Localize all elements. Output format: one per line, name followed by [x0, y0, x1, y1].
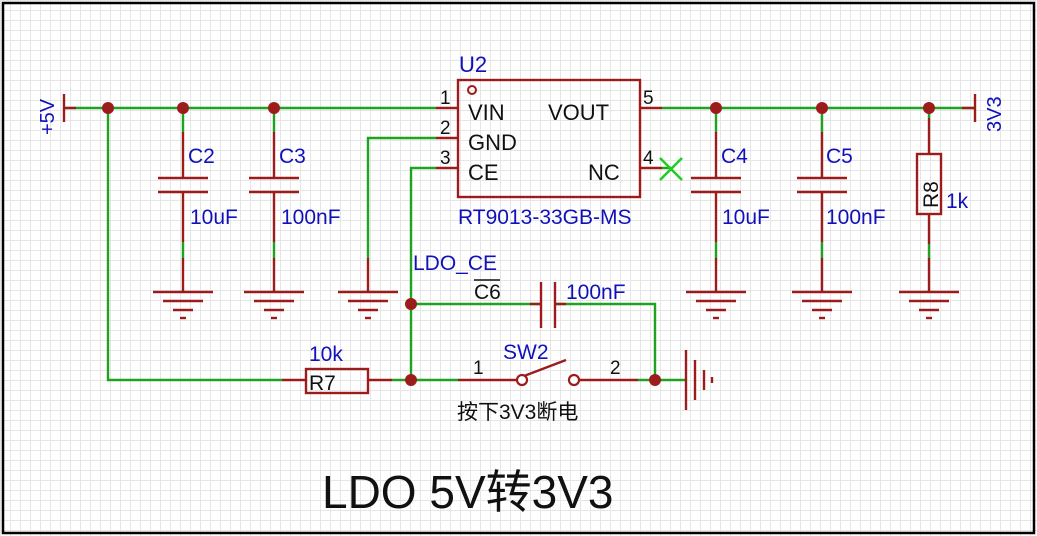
pin1-marker: [467, 85, 477, 95]
pin-num-1: 1: [440, 88, 451, 109]
capacitor-c2: C2 10uF: [158, 132, 238, 242]
capacitor-c5: C5 100nF: [797, 132, 886, 242]
junction-c6: [405, 298, 417, 310]
net-label-ldo-ce: LDO_CE: [413, 252, 497, 275]
ground-r8: [899, 258, 959, 320]
sw2-pin1: 1: [473, 358, 484, 379]
pin-num-2: 2: [440, 118, 451, 139]
capacitor-c3: C3 100nF: [249, 132, 341, 242]
junction-ce: [405, 374, 417, 386]
wire-5v-to-r7: [106, 108, 282, 382]
pin-name-nc: NC: [588, 160, 620, 185]
c5-value: 100nF: [826, 206, 886, 229]
c3-ref: C3: [279, 145, 306, 168]
no-connect-marker: [659, 157, 683, 181]
wire-c6-right: [556, 302, 657, 380]
junction-5v-r7: [102, 102, 114, 114]
r8-ref: R8: [920, 181, 943, 208]
port-5v: +5V: [37, 94, 76, 135]
port-3v3: 3V3: [962, 94, 1006, 132]
c2-ref: C2: [188, 145, 215, 168]
sw2-pin2: 2: [610, 358, 621, 379]
power-in-label: +5V: [37, 98, 59, 135]
pin-name-vin: VIN: [468, 100, 505, 125]
junction-c4: [710, 102, 722, 114]
resistor-r8: R8 1k: [915, 118, 969, 244]
ic-part: RT9013-33GB-MS: [458, 206, 632, 229]
ground-sw2: [684, 350, 714, 410]
junctions: [102, 102, 935, 386]
ground-c4: [686, 258, 746, 320]
junction-gnd-sw: [649, 374, 661, 386]
sw2-note: 按下3V3断电: [457, 401, 578, 424]
junction-c5: [816, 102, 828, 114]
ground-c5: [792, 258, 852, 320]
c4-value: 10uF: [722, 206, 770, 229]
capacitor-c6: C6 100nF: [474, 279, 626, 328]
ground-c3: [244, 258, 304, 320]
junction-r8: [923, 102, 935, 114]
pin-name-vout: VOUT: [548, 100, 609, 125]
c3-value: 100nF: [281, 206, 341, 229]
r7-value: 10k: [309, 343, 343, 366]
ground-c2: [153, 258, 213, 320]
pin-name-ce: CE: [468, 160, 499, 185]
sw2-ref: SW2: [503, 341, 549, 364]
r7-ref: R7: [309, 372, 336, 395]
pin-num-4: 4: [643, 148, 654, 169]
c5-ref: C5: [826, 145, 853, 168]
c6-value: 100nF: [566, 281, 626, 304]
pin-num-3: 3: [440, 148, 451, 169]
r8-value: 1k: [946, 190, 969, 213]
c2-value: 10uF: [190, 206, 238, 229]
wire-gnd-pin: [366, 136, 436, 258]
pin-num-5: 5: [643, 88, 654, 109]
capacitor-c4: C4 10uF: [691, 132, 770, 242]
junction-c3: [268, 102, 280, 114]
power-out-label: 3V3: [984, 96, 1006, 132]
ground-ic: [338, 258, 398, 320]
c4-ref: C4: [721, 145, 748, 168]
resistor-r7: R7 10k: [282, 343, 392, 395]
c6-ref: C6: [474, 281, 501, 304]
junction-c2: [177, 102, 189, 114]
switch-sw2: SW2 1 2 按下3V3断电: [457, 341, 638, 424]
schematic-title: LDO 5V转3V3: [322, 466, 613, 518]
pin-name-gnd: GND: [468, 130, 517, 155]
ic-ref: U2: [459, 52, 487, 77]
ic-u2: U2 RT9013-33GB-MS 1 2 3 4 5 VIN GND CE N…: [436, 52, 662, 229]
